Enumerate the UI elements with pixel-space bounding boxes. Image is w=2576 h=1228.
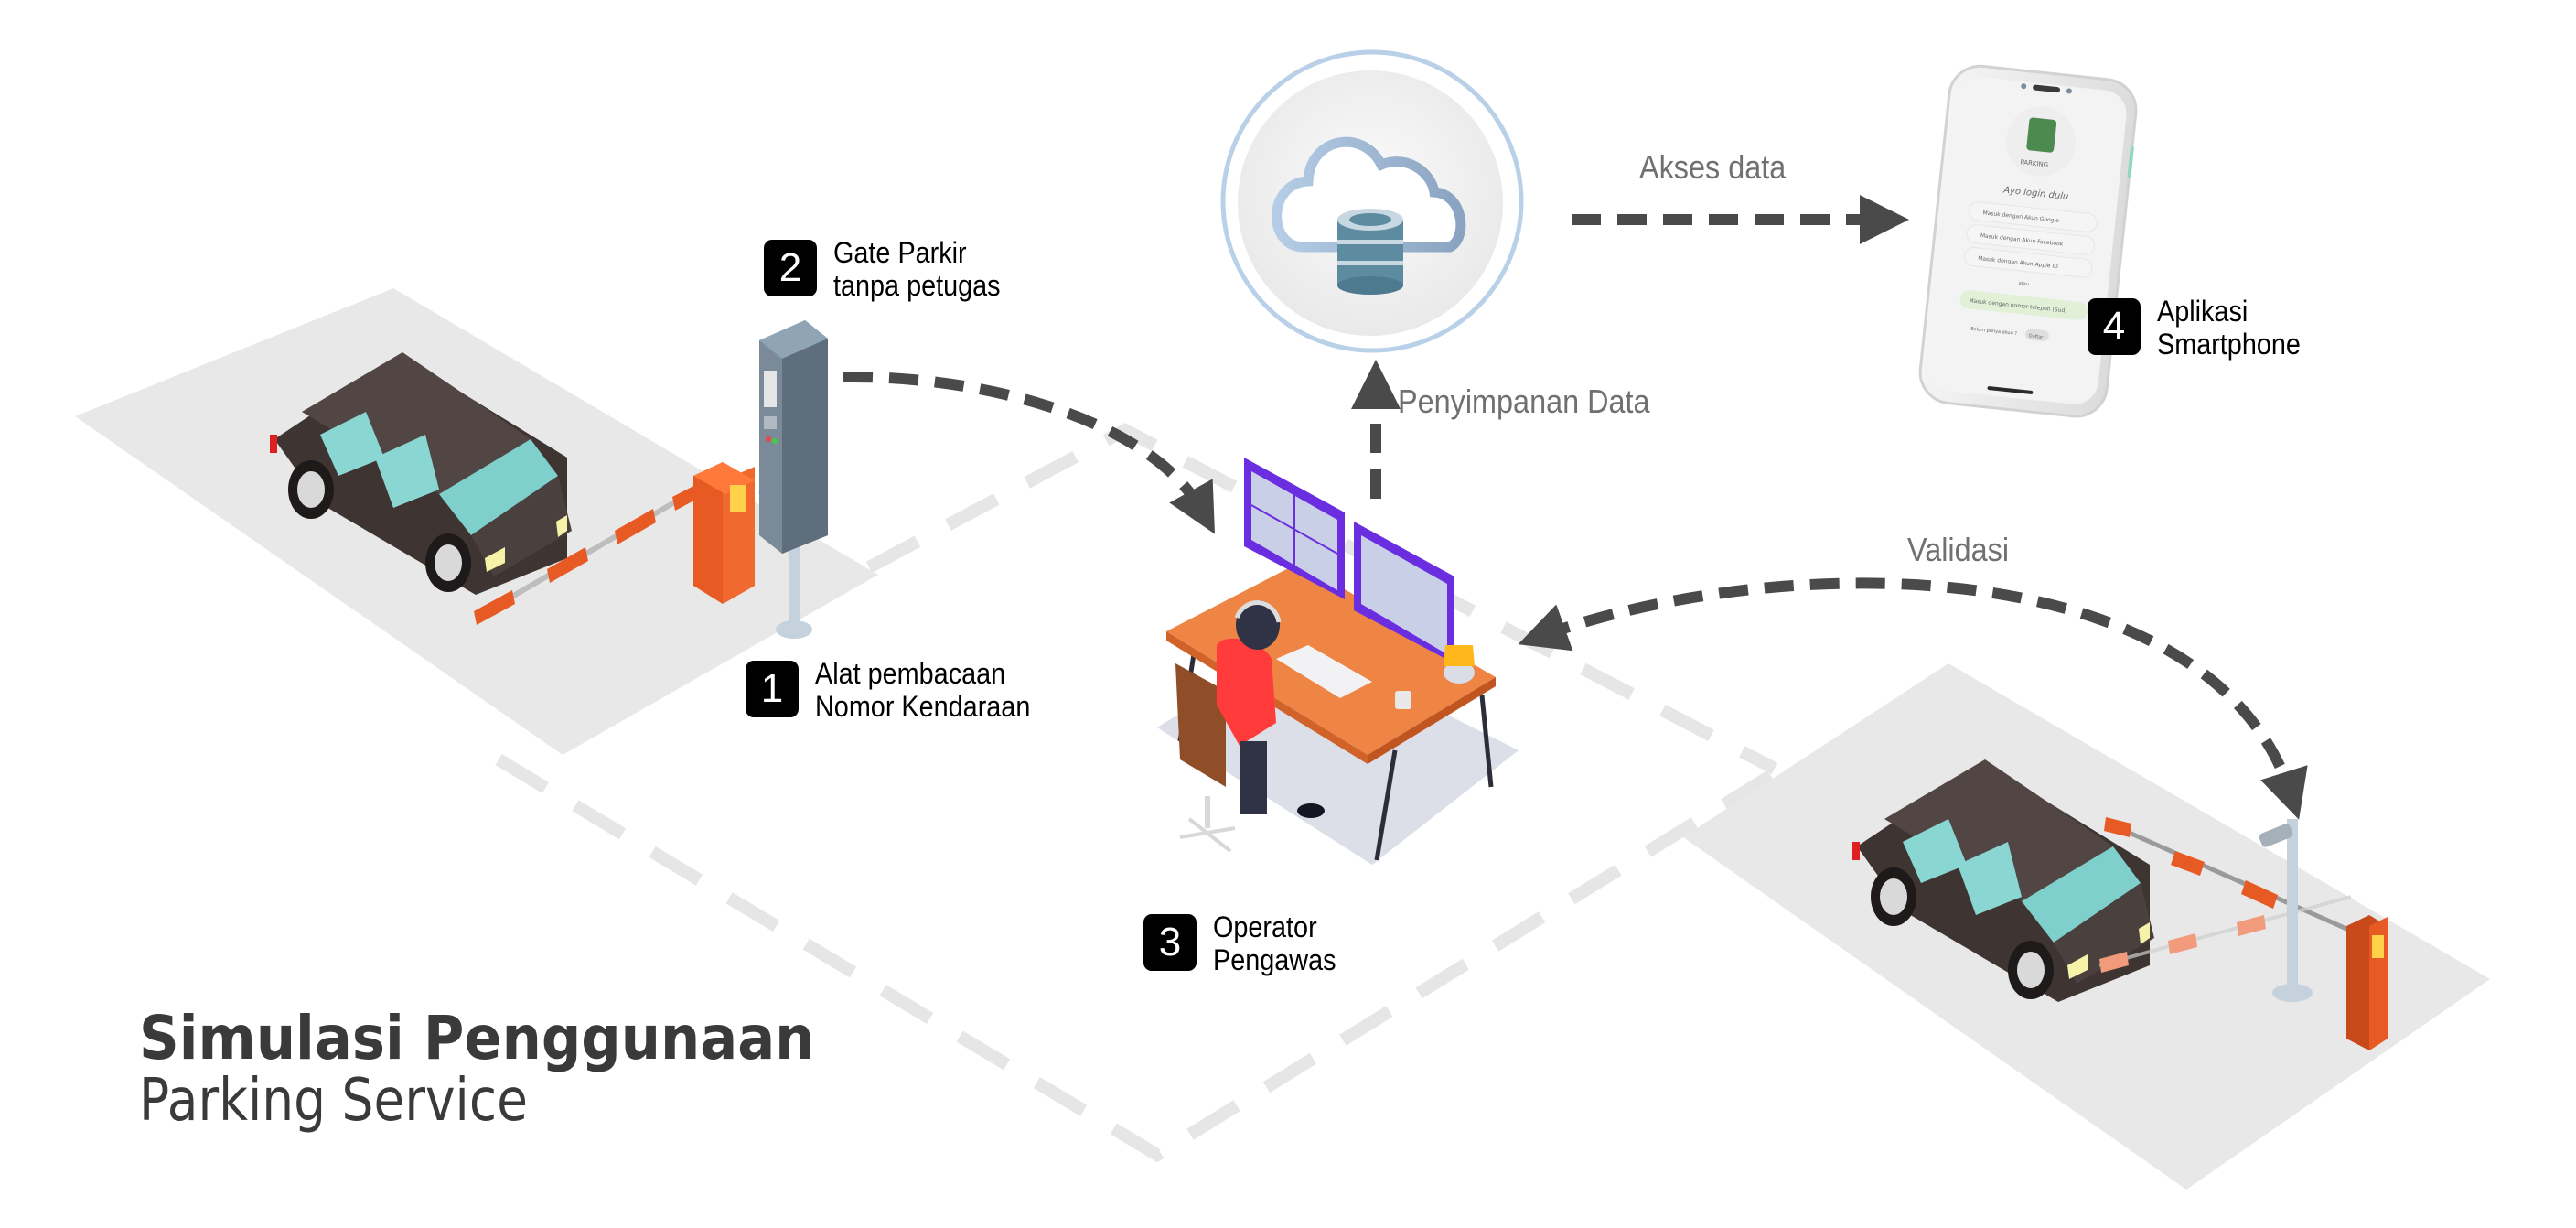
barrier-gate-right xyxy=(2346,915,2388,1050)
flow-label-validation: Validasi xyxy=(1907,531,2010,568)
keyboard xyxy=(1276,645,1372,698)
step-4-label: 4 Aplikasi Smartphone xyxy=(2088,295,2316,361)
step-3-line1: Operator xyxy=(1213,910,1317,943)
flow-arrows xyxy=(843,195,2308,820)
diagram-title: Simulasi Penggunaan Parking Service xyxy=(139,1003,874,1135)
operator-workstation xyxy=(1166,458,1496,861)
step-2-line1: Gate Parkir xyxy=(833,236,967,269)
google-login-button[interactable] xyxy=(1969,201,2098,233)
step-2-line2: tanpa petugas xyxy=(833,269,1001,302)
smartphone: PARKING Ayo login dulu Masuk dengan Akun… xyxy=(1918,64,2138,418)
divider-text: atau xyxy=(2018,281,2029,287)
step-1-text: Alat pembacaan Nomor Kendaraan xyxy=(815,657,1030,723)
step-4-line1: Aplikasi xyxy=(2157,295,2249,328)
step-2-label: 2 Gate Parkir tanpa petugas xyxy=(764,236,1019,302)
cloud-icon xyxy=(1272,136,1466,253)
step-3-line2: Pengawas xyxy=(1213,943,1336,976)
facebook-login-button[interactable] xyxy=(1966,224,2095,256)
lpr-camera-right xyxy=(2259,819,2313,1002)
register-button[interactable] xyxy=(2024,329,2049,342)
step-3-badge: 3 xyxy=(1143,914,1197,971)
step-3-text: Operator Pengawas xyxy=(1213,910,1336,976)
database-icon xyxy=(1337,209,1403,295)
title-sub: Parking Service xyxy=(139,1067,528,1135)
title-main: Simulasi Penggunaan xyxy=(139,1003,815,1073)
step-1-line1: Alat pembacaan xyxy=(815,657,1006,690)
phone-login-button[interactable] xyxy=(1959,289,2088,321)
step-1-badge: 1 xyxy=(746,661,799,717)
step-2-text: Gate Parkir tanpa petugas xyxy=(833,236,1001,302)
office-chair xyxy=(1175,663,1226,787)
operator-person xyxy=(1217,638,1276,746)
arrow-gate-to-operator xyxy=(843,371,1216,534)
apple-login-button[interactable] xyxy=(1963,247,2093,279)
register-label: Daftar xyxy=(2028,333,2044,340)
step-2-badge: 2 xyxy=(764,240,817,296)
floor-path-lines xyxy=(495,423,1783,1163)
floor-path-upper xyxy=(865,423,1778,775)
step-4-line2: Smartphone xyxy=(2157,328,2301,361)
flow-label-access: Akses data xyxy=(1639,148,1787,186)
flow-label-storage: Penyimpanan Data xyxy=(1398,382,1650,420)
car-left xyxy=(270,352,572,595)
register-prompt: Belum punya akun ? xyxy=(1970,327,2018,337)
step-1-line2: Nomor Kendaraan xyxy=(815,690,1031,723)
barrier-gate-left xyxy=(693,462,755,604)
step-4-badge: 4 xyxy=(2088,298,2141,355)
step-3-label: 3 Operator Pengawas xyxy=(1143,910,1349,976)
step-4-text: Aplikasi Smartphone xyxy=(2157,295,2301,361)
cloud-storage xyxy=(1220,49,1524,353)
desk-lamp xyxy=(1444,645,1475,666)
barrier-arm-right xyxy=(2098,817,2355,973)
parking-ticket-machine xyxy=(759,320,828,554)
step-1-label: 1 Alat pembacaan Nomor Kendaraan xyxy=(746,657,1054,723)
floor-path-left-loop xyxy=(495,753,1783,1163)
app-brand: PARKING xyxy=(2020,158,2048,168)
coffee-mug xyxy=(1395,691,1411,709)
